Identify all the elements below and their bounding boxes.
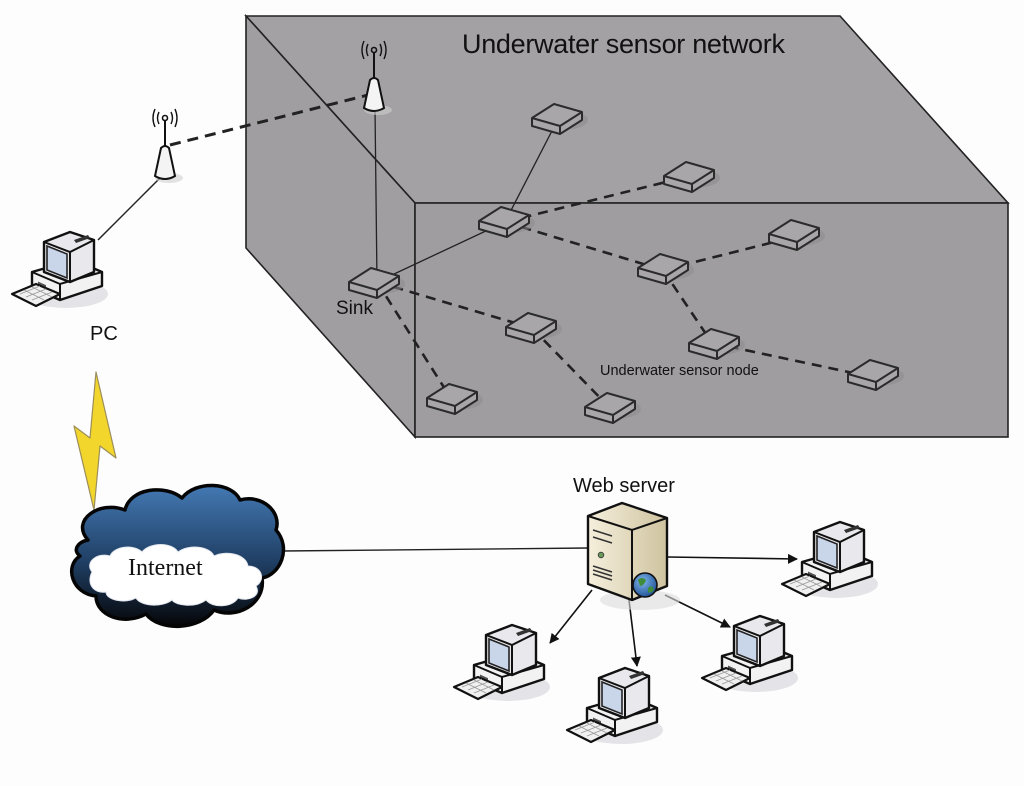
link-n2-n4	[504, 220, 664, 272]
internet-cloud-icon	[69, 483, 286, 628]
link-n6-n9	[531, 327, 611, 409]
pc-icon	[10, 230, 110, 310]
client-computer-icon	[565, 666, 665, 746]
link-shore-to-surface	[169, 93, 369, 147]
sink-label: Sink	[336, 298, 373, 319]
link-n7-n10	[711, 341, 873, 379]
link-n2-n3	[504, 176, 683, 224]
client-computer-icon	[780, 520, 880, 600]
water-volume	[244, 13, 1010, 440]
lightning-bolt-icon	[73, 371, 117, 511]
internet-label: Internet	[128, 555, 203, 581]
pc-label: PC	[90, 323, 118, 345]
network-links	[97, 93, 873, 667]
sensor-node-label: Underwater sensor node	[600, 363, 759, 379]
client-computer-icon	[452, 623, 552, 703]
water-front-face	[414, 202, 1009, 438]
web-server-label: Web server	[573, 475, 675, 497]
globe-icon	[632, 572, 658, 598]
arrow-server-client-2	[628, 599, 641, 667]
client-computer-icon	[700, 614, 800, 694]
link-pc-to-shore	[97, 177, 161, 241]
web-server-icon	[586, 501, 680, 610]
link-sink-n6	[376, 280, 533, 330]
link-sink-n2	[376, 221, 506, 283]
shore-antenna-icon	[152, 108, 184, 184]
link-n4-n7	[661, 269, 714, 344]
diagram-title: Underwater sensor network	[462, 29, 785, 59]
link-surface-to-sink	[374, 107, 378, 283]
arrow-server-client-1	[549, 589, 593, 644]
arrow-server-client-4	[667, 553, 798, 564]
link-internet-to-server	[281, 547, 589, 552]
link-n2-n1	[504, 124, 556, 223]
link-sink-n8	[375, 281, 454, 401]
